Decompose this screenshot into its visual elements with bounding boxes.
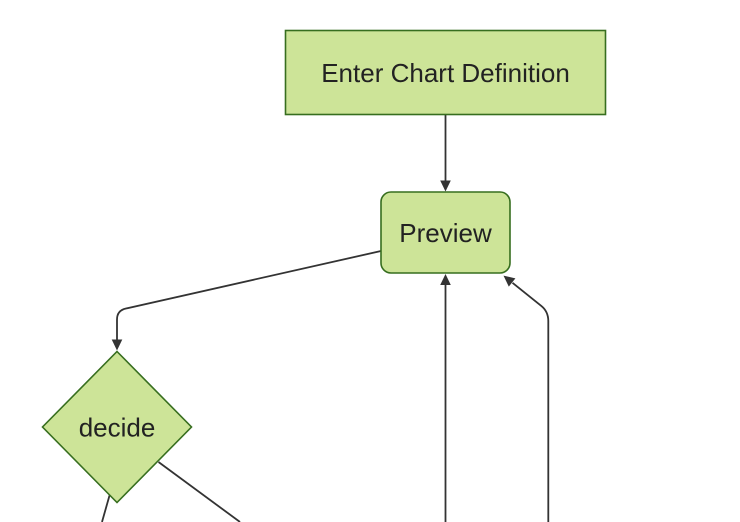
edge-up-to-preview-corner (511, 282, 550, 522)
arrowhead-up-to-preview-corner (503, 275, 516, 287)
arrowhead-enter-to-preview (440, 180, 451, 192)
arrowhead-preview-to-decide (111, 339, 123, 351)
edge-preview-to-decide (116, 250, 382, 340)
edge-decide-down-left (101, 495, 111, 522)
node-shape-diamond (41, 350, 193, 504)
edge-decide-down-right (157, 461, 241, 522)
node-preview: Preview (380, 191, 511, 274)
node-label: decide (79, 413, 156, 443)
node-shape-rounded-rectangle (380, 191, 511, 274)
node-label: Preview (399, 218, 492, 248)
node-decide: decide (41, 350, 193, 504)
node-shape-rectangle (284, 29, 607, 116)
node-enter-chart-definition: Enter Chart Definition (284, 29, 607, 116)
arrowhead-up-to-preview-bottom (440, 274, 451, 285)
node-label: Enter Chart Definition (321, 58, 570, 88)
